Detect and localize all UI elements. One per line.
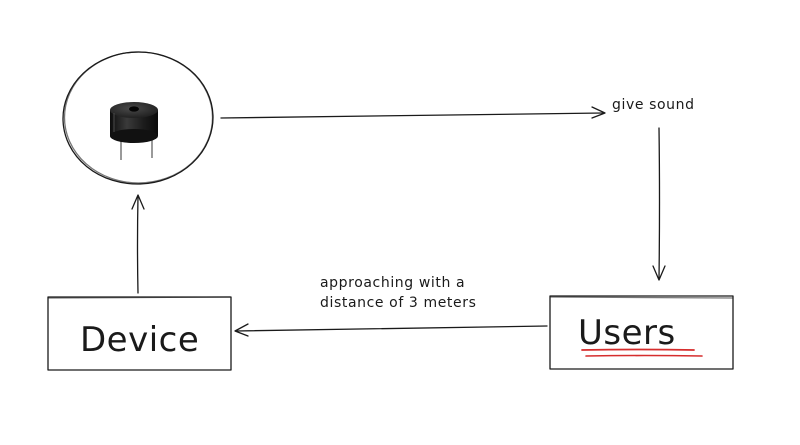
distance-label-line-2: distance of 3 meters [320, 295, 476, 311]
users-underline [581, 348, 695, 351]
give-sound-label: give sound [612, 97, 695, 113]
users-underline-second [585, 354, 703, 357]
users-node[interactable]: Users [549, 295, 734, 370]
distance-label-line-1: approaching with a [320, 275, 465, 291]
buzzer-node[interactable] [61, 49, 216, 186]
arrow-users-to-device [234, 323, 548, 337]
users-label: Users [578, 313, 676, 353]
device-node[interactable]: Device [47, 296, 232, 371]
device-label: Device [80, 320, 199, 360]
arrow-device-to-buzzer [131, 194, 145, 294]
buzzer-icon [110, 102, 158, 160]
arrow-sound-to-users [652, 127, 666, 281]
arrow-buzzer-to-sound [220, 106, 606, 119]
